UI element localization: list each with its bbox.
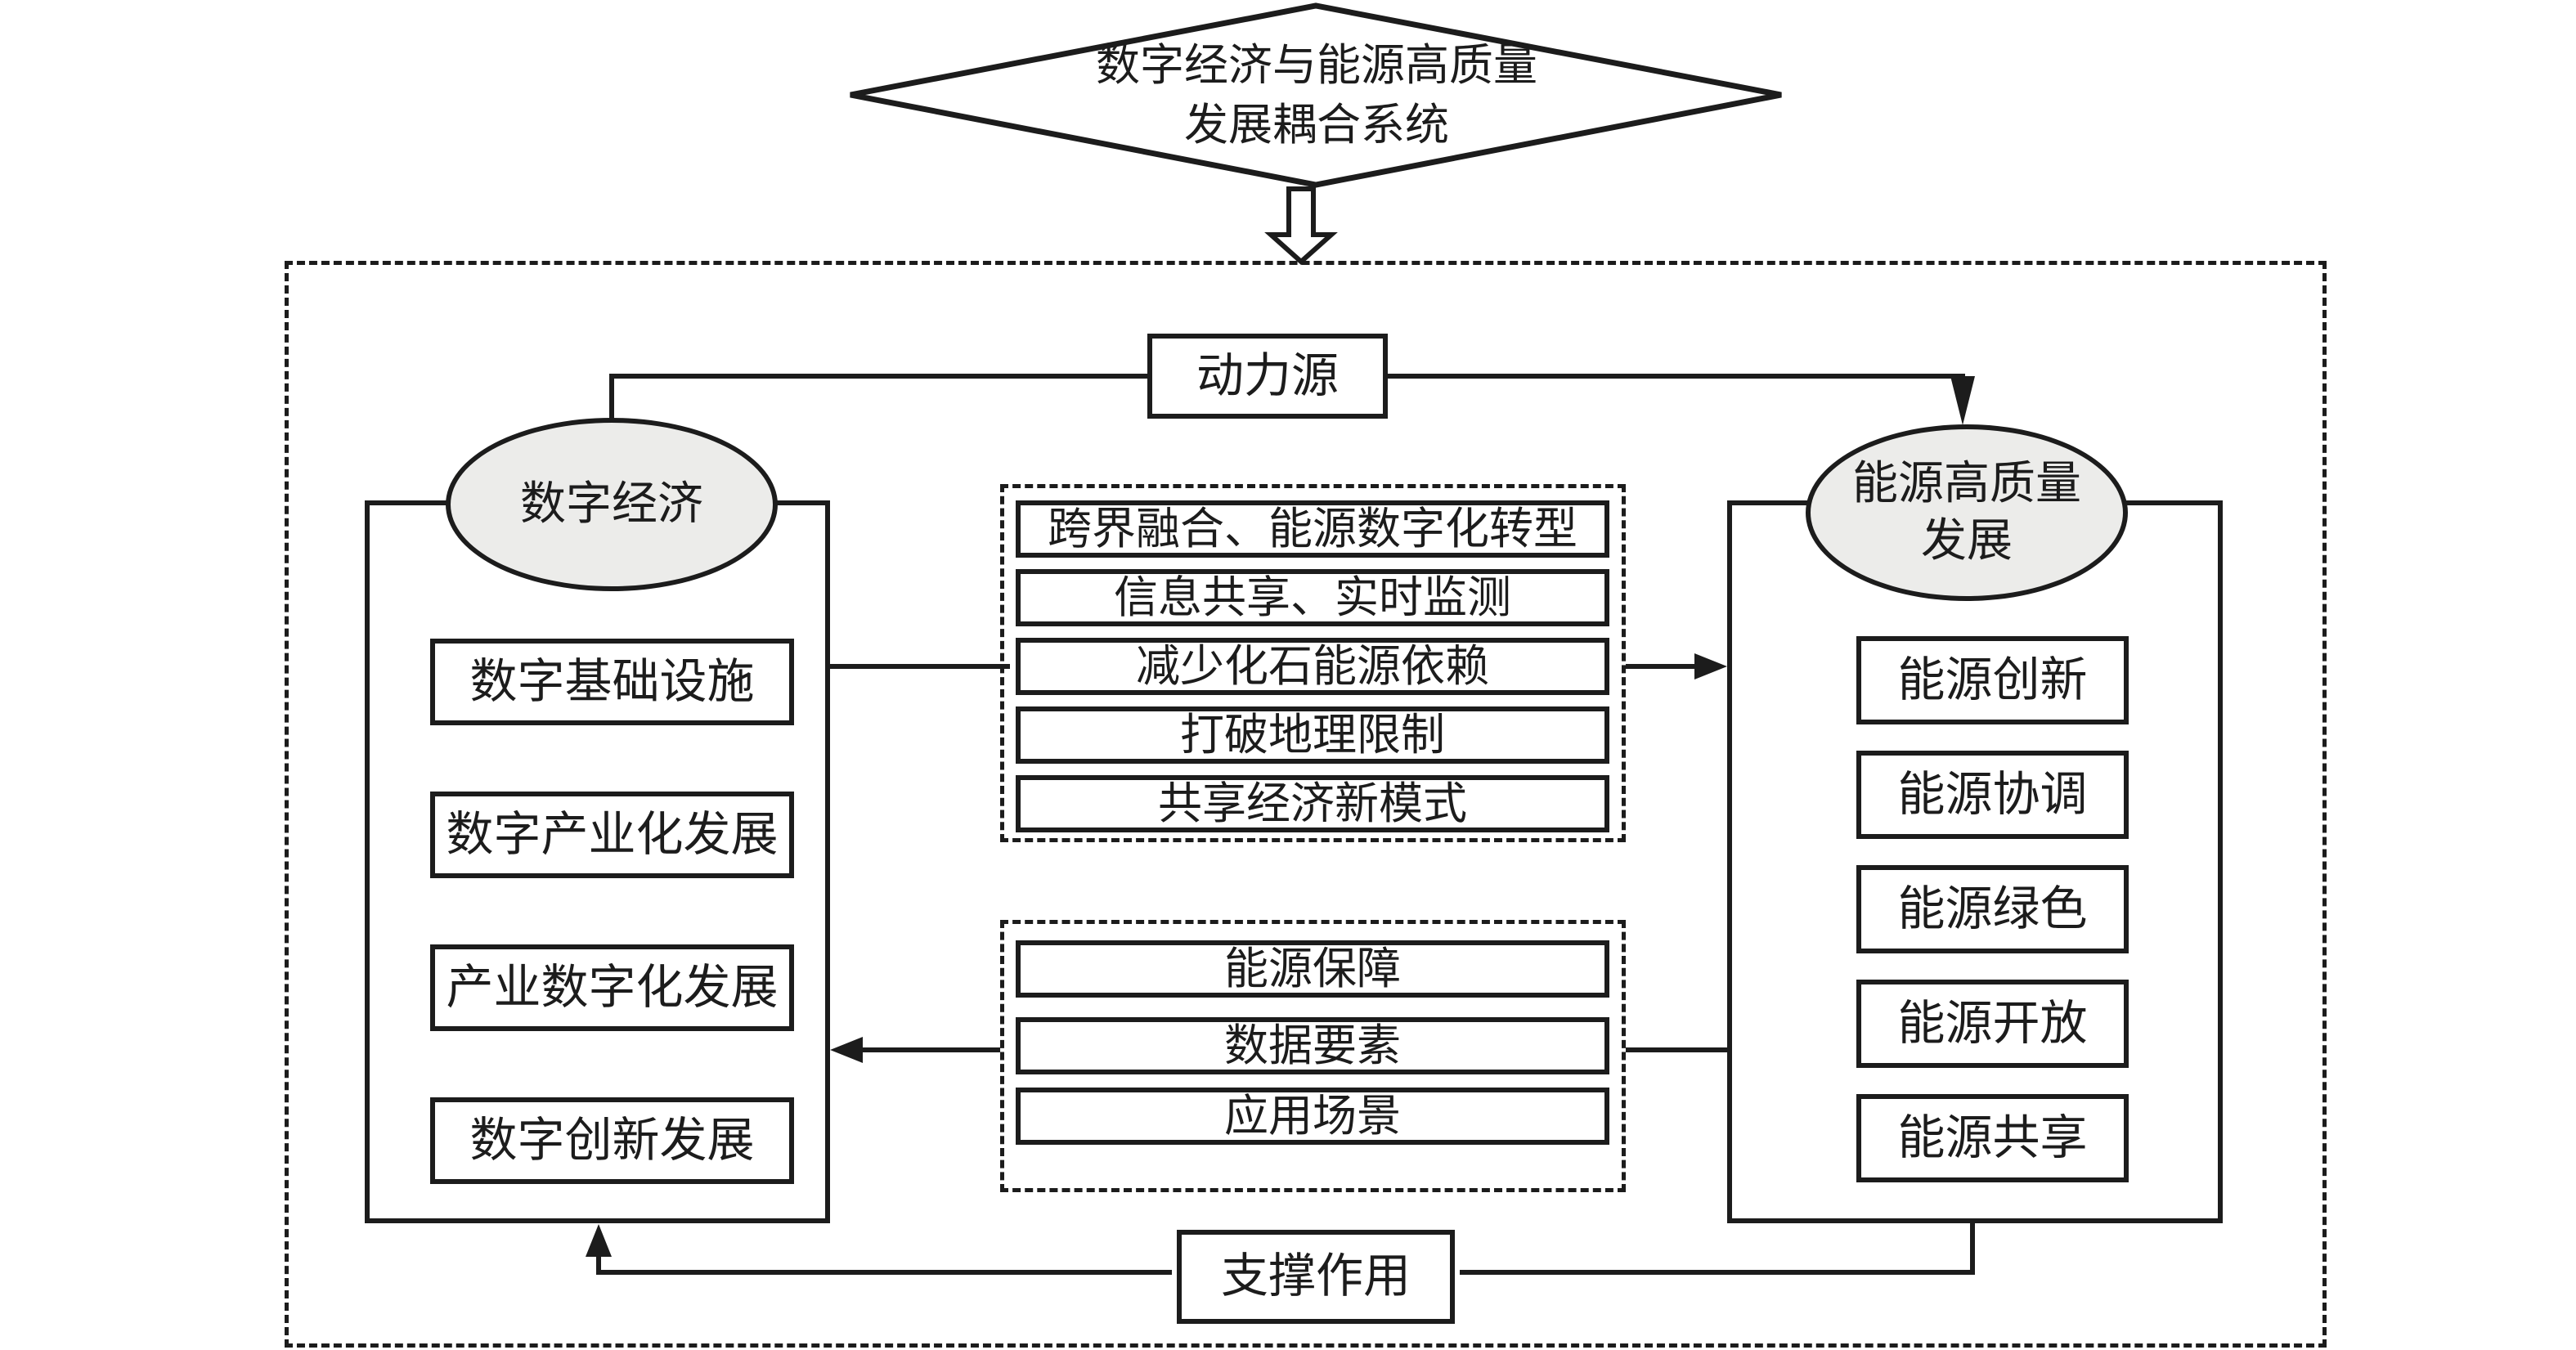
arrowhead-down-into-energy-ellipse [1950, 376, 1975, 425]
forward-channel-label: 打破地理限制 [1180, 710, 1445, 760]
forward-channel-label: 减少化石能源依赖 [1136, 641, 1489, 691]
digital-item-label: 数字基础设施 [469, 654, 755, 708]
energy-item-label: 能源共享 [1897, 1110, 2088, 1164]
diamond-title-line1: 数字经济与能源高质量 [1096, 41, 1537, 91]
energy-item-label: 能源开放 [1897, 996, 2088, 1050]
line-power-source-to-energy [1385, 374, 1965, 413]
forward-channels-group [1000, 484, 1626, 842]
power-source-box: 动力源 [1147, 334, 1388, 419]
forward-channel: 减少化石能源依赖 [1016, 638, 1609, 695]
energy-item: 能源协调 [1856, 751, 2129, 839]
power-source-label: 动力源 [1196, 348, 1339, 402]
digital-economy-item: 数字创新发展 [430, 1097, 794, 1184]
forward-channel: 共享经济新模式 [1016, 775, 1609, 832]
forward-channel-label: 信息共享、实时监测 [1114, 572, 1511, 622]
energy-item: 能源创新 [1856, 636, 2129, 724]
energy-item: 能源共享 [1856, 1094, 2129, 1182]
forward-channel-label: 跨界融合、能源数字化转型 [1048, 504, 1577, 554]
forward-channel-label: 共享经济新模式 [1158, 778, 1467, 828]
digital-item-label: 数字创新发展 [469, 1113, 755, 1167]
support-role-label: 支撑作用 [1220, 1249, 1411, 1303]
backward-channel: 应用场景 [1016, 1088, 1609, 1145]
diamond-title-line2: 发展耦合系统 [1184, 101, 1449, 150]
line-ellipse-to-power-source [609, 374, 1150, 424]
line-energy-to-support [1460, 1221, 1975, 1275]
digital-economy-item: 数字产业化发展 [430, 792, 794, 878]
diamond-shape [850, 2, 1782, 188]
energy-item-label: 能源创新 [1897, 653, 2088, 706]
system-boundary [285, 261, 2327, 1348]
backward-channel-label: 能源保障 [1224, 944, 1401, 993]
digital-economy-item: 数字基础设施 [430, 639, 794, 725]
backward-channel: 数据要素 [1016, 1017, 1609, 1074]
energy-item-label: 能源协调 [1897, 767, 2088, 821]
energy-item: 能源绿色 [1856, 865, 2129, 953]
energy-label-line1: 能源高质量 [1852, 459, 2081, 509]
energy-item: 能源开放 [1856, 980, 2129, 1068]
hollow-down-arrow [1264, 186, 1338, 266]
energy-ellipse: 能源高质量 发展 [1806, 424, 2128, 601]
energy-label-line2: 发展 [1921, 516, 2013, 567]
diamond-title: 数字经济与能源高质量 发展耦合系统 [990, 34, 1644, 157]
energy-item-label: 能源绿色 [1897, 881, 2088, 935]
digital-economy-item: 产业数字化发展 [430, 944, 794, 1031]
arrowhead-up-into-digital-container [586, 1224, 612, 1257]
support-role-box: 支撑作用 [1177, 1230, 1455, 1324]
backward-channel-label: 应用场景 [1224, 1091, 1401, 1141]
forward-channel: 打破地理限制 [1016, 706, 1609, 764]
forward-channel: 信息共享、实时监测 [1016, 569, 1609, 626]
backward-channel-label: 数据要素 [1224, 1020, 1401, 1070]
digital-economy-ellipse: 数字经济 [446, 418, 778, 591]
backward-channel: 能源保障 [1016, 940, 1609, 998]
arrowhead-right-into-energy-container [1694, 653, 1727, 679]
backward-channels-group [1000, 920, 1626, 1192]
line-support-to-digital [596, 1253, 1172, 1275]
forward-channel: 跨界融合、能源数字化转型 [1016, 500, 1609, 558]
digital-item-label: 产业数字化发展 [446, 960, 779, 1014]
digital-item-label: 数字产业化发展 [446, 807, 779, 861]
arrowhead-left-into-digital-container [830, 1037, 863, 1063]
digital-economy-label: 数字经济 [520, 479, 703, 530]
